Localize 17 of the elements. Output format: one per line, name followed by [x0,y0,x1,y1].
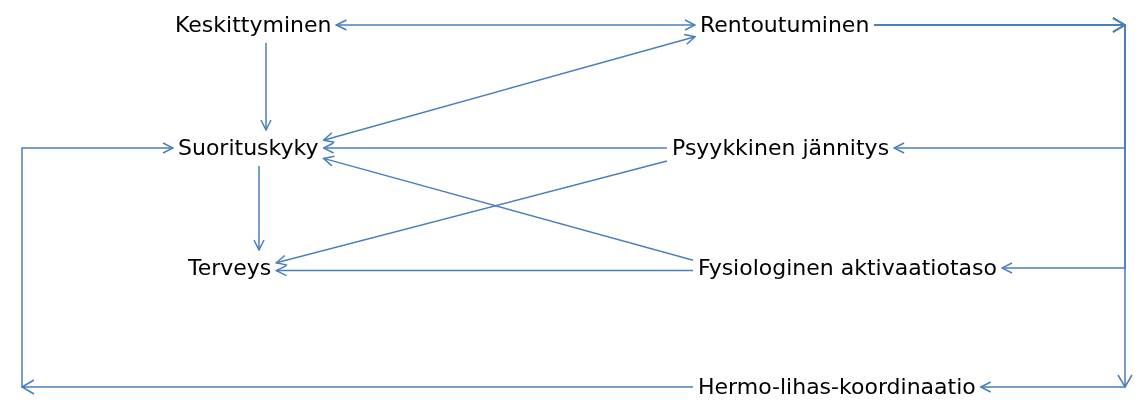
node-label: Terveys [188,255,272,281]
node-label: Rentoutuminen [700,12,870,38]
arrow [322,155,694,261]
node-label: Psyykkinen jännitys [672,135,890,161]
node-label: Fysiologinen aktivaatiotaso [698,255,997,281]
arrow [275,264,694,277]
arrow [253,165,265,251]
node-label: Hermo-lihas-koordinaatio [698,374,976,400]
node-label: Keskittyminen [175,12,332,38]
arrow [335,19,696,31]
arrow [873,17,1133,393]
arrow [20,142,694,395]
arrow [275,160,668,266]
arrow [260,42,272,131]
node-label: Suorituskyky [178,135,319,161]
arrow [322,33,696,144]
arrow [322,142,668,154]
